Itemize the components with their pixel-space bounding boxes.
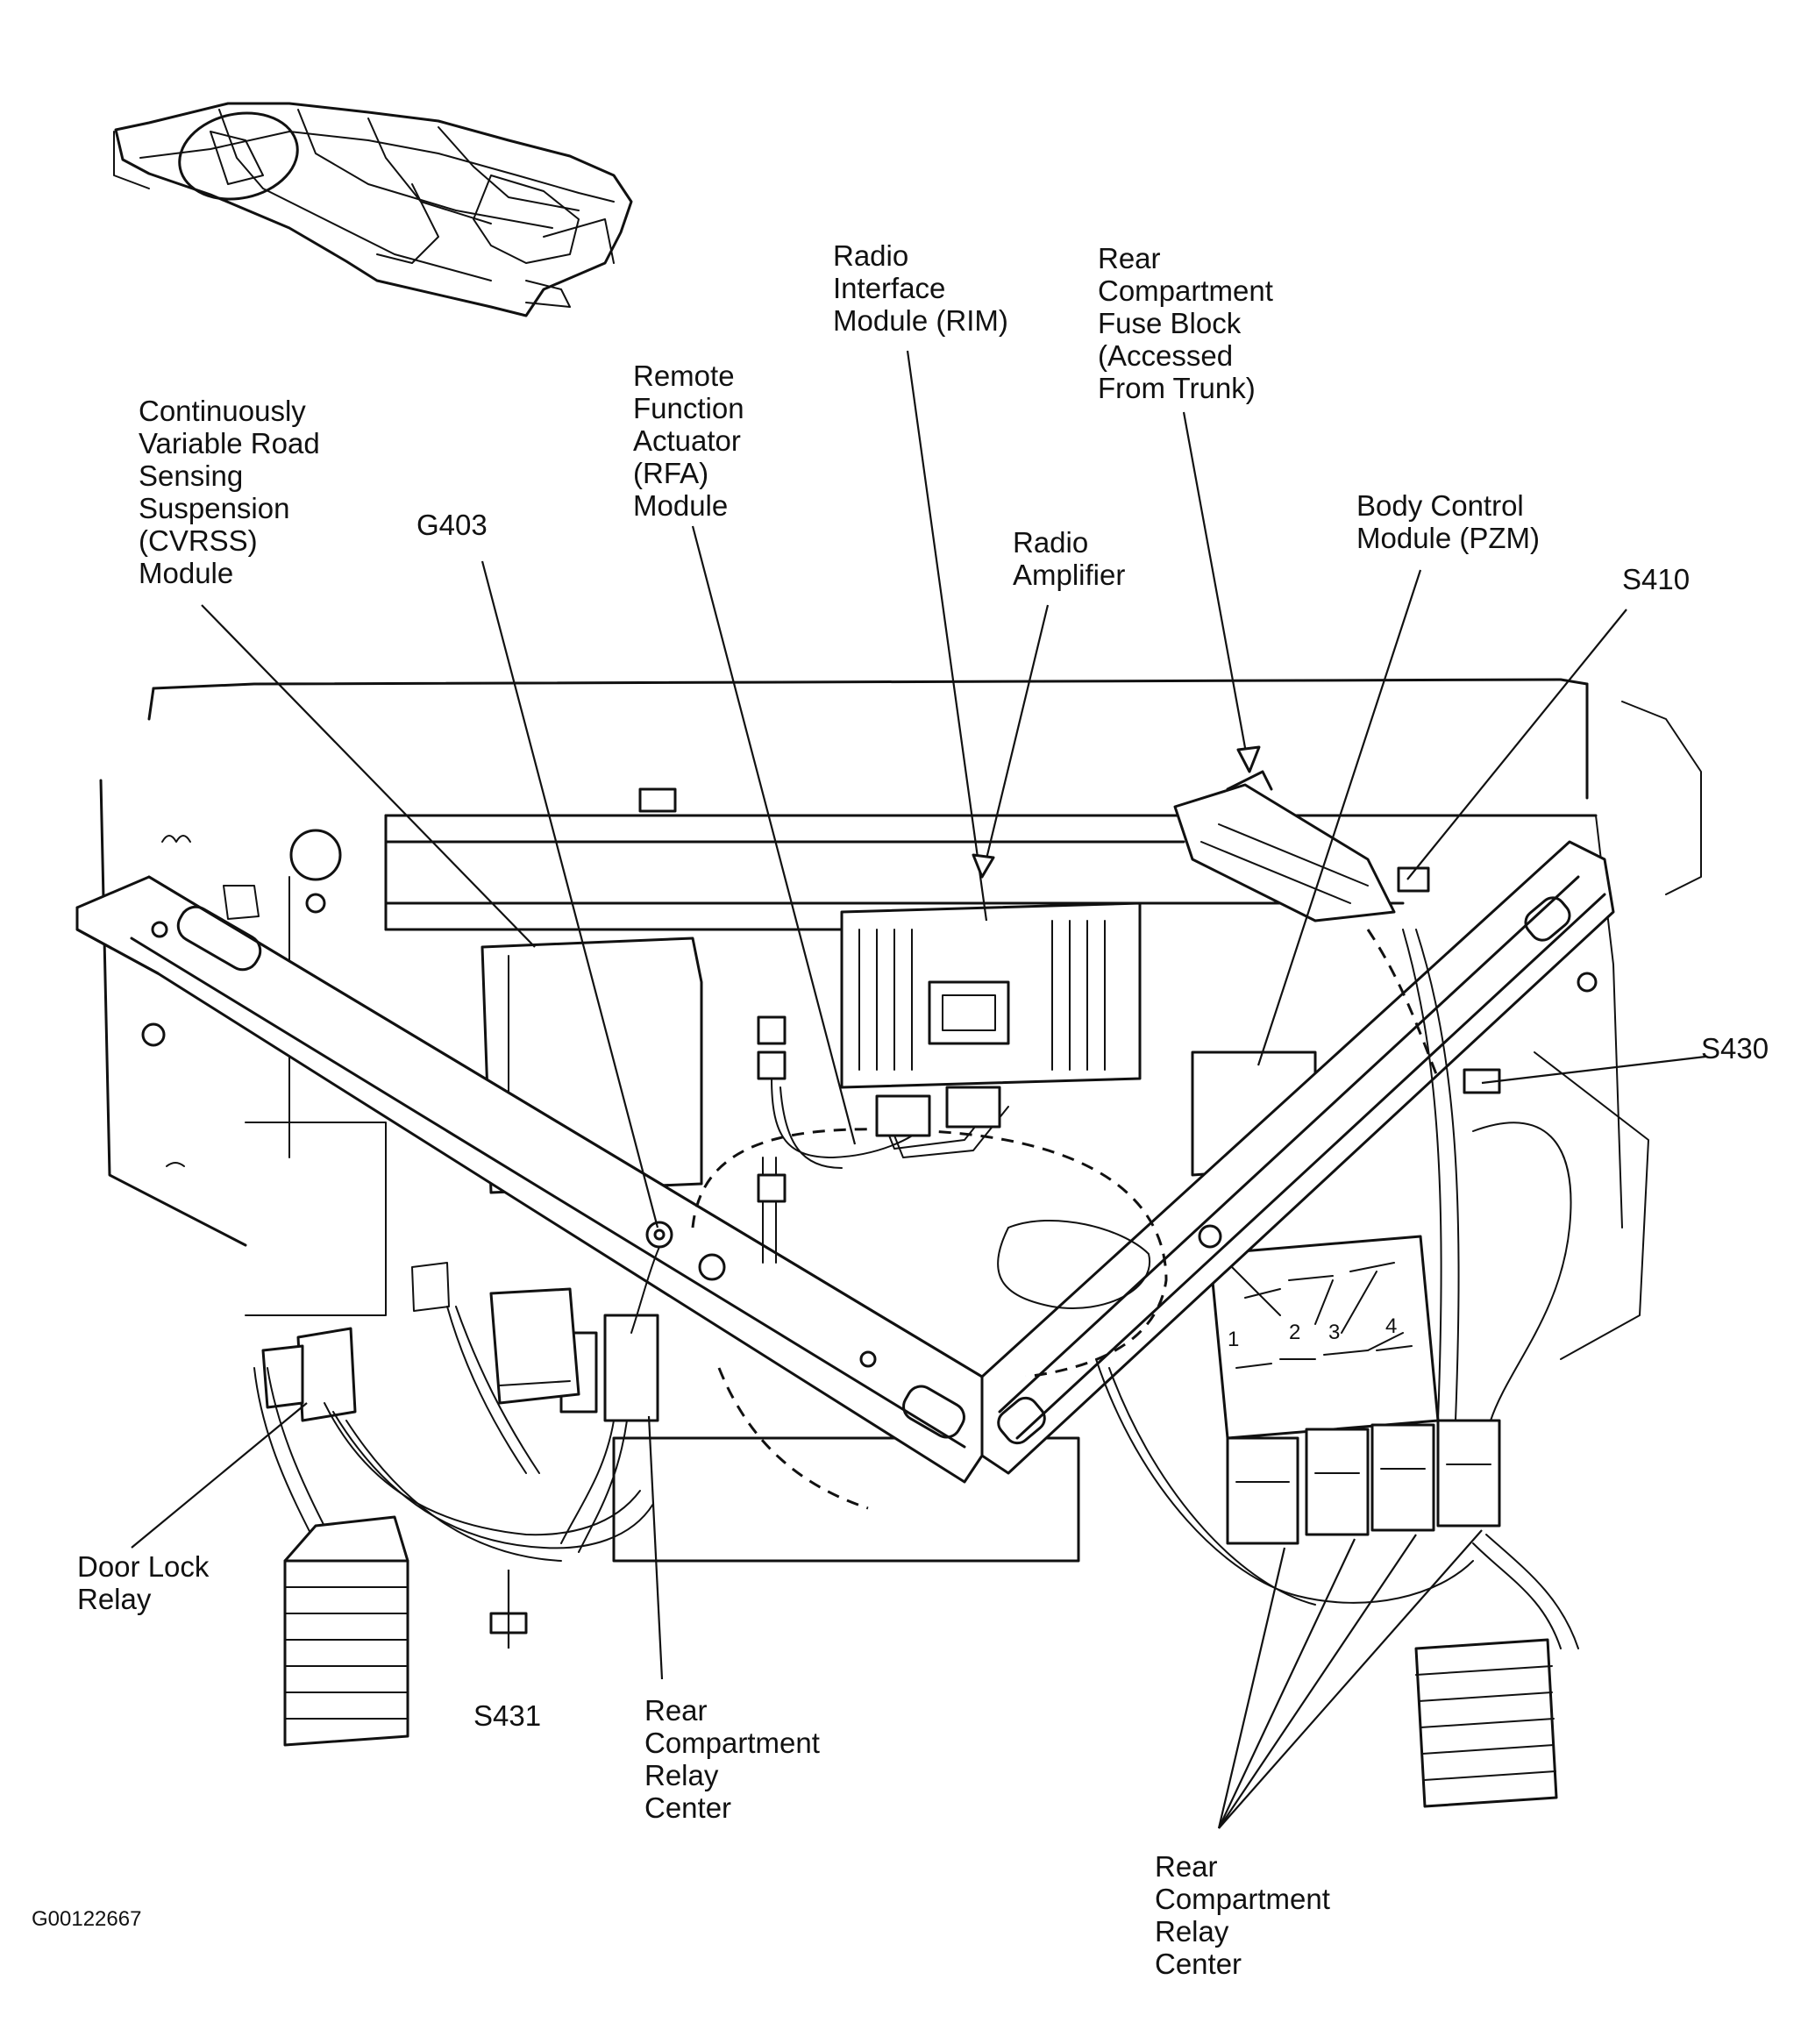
- door-lock-relay: [261, 1262, 450, 1422]
- callout-labels: Continuously Variable Road Sensing Suspe…: [32, 239, 1769, 1980]
- relay-center-right: 1 2 3 4: [1208, 1235, 1501, 1545]
- leader-rfa: [691, 525, 857, 1145]
- wiring-route-dashed: [691, 929, 1440, 1510]
- label-s430: S430: [1701, 1032, 1769, 1065]
- label-cvrss: Continuously Variable Road Sensing Suspe…: [139, 395, 328, 589]
- relay-number-4: 4: [1385, 1314, 1397, 1338]
- leader-g403: [481, 560, 659, 1229]
- leader-s410: [1406, 609, 1627, 880]
- wiring-harnesses: [253, 929, 1579, 1808]
- relay-number-1: 1: [1228, 1328, 1239, 1351]
- leader-relay-right-1: [1217, 1547, 1286, 1829]
- leader-relay-right-3: [1218, 1534, 1417, 1829]
- leader-s430: [1481, 1055, 1706, 1085]
- label-s431: S431: [473, 1699, 541, 1732]
- leader-lines: [131, 350, 1706, 1829]
- label-rfa: Remote Function Actuator (RFA) Module: [633, 360, 752, 522]
- right-cross-brace: [980, 840, 1615, 1475]
- figure-id: G00122667: [32, 1907, 141, 1931]
- label-fuse-block: Rear Compartment Fuse Block (Accessed Fr…: [1098, 242, 1281, 404]
- rear-fuse-block: [1173, 770, 1396, 922]
- label-s410: S410: [1622, 563, 1690, 595]
- leader-bcm: [1256, 569, 1422, 1066]
- leader-cvrss: [201, 604, 536, 948]
- leader-relay-right-2: [1218, 1538, 1356, 1829]
- leader-rim: [906, 350, 988, 922]
- left-cross-brace: [75, 875, 984, 1484]
- label-relay-center-left: Rear Compartment Relay Center: [644, 1694, 828, 1824]
- radio-amplifier-module: [840, 901, 1142, 1089]
- relay-center-left: [489, 1287, 659, 1422]
- relay-number-2: 2: [1289, 1321, 1300, 1344]
- relay-number-3: 3: [1328, 1321, 1340, 1344]
- leader-door-lock: [131, 1402, 308, 1549]
- label-body-control-module: Body Control Module (PZM): [1356, 489, 1540, 554]
- label-g403: G403: [416, 509, 488, 541]
- leader-relay-left: [647, 1415, 664, 1680]
- leader-relay-right-4: [1218, 1529, 1483, 1829]
- g403-ground-stud: [630, 1221, 726, 1334]
- label-rim: Radio Interface Module (RIM): [833, 239, 1008, 337]
- vehicle-locator-inset: [113, 102, 633, 317]
- leader-radio-amp: [980, 604, 1050, 878]
- label-door-lock-relay: Door Lock Relay: [77, 1550, 217, 1615]
- label-relay-center-right: Rear Compartment Relay Center: [1155, 1850, 1338, 1980]
- label-radio-amplifier: Radio Amplifier: [1013, 526, 1125, 591]
- leader-fuse-block: [1182, 411, 1251, 773]
